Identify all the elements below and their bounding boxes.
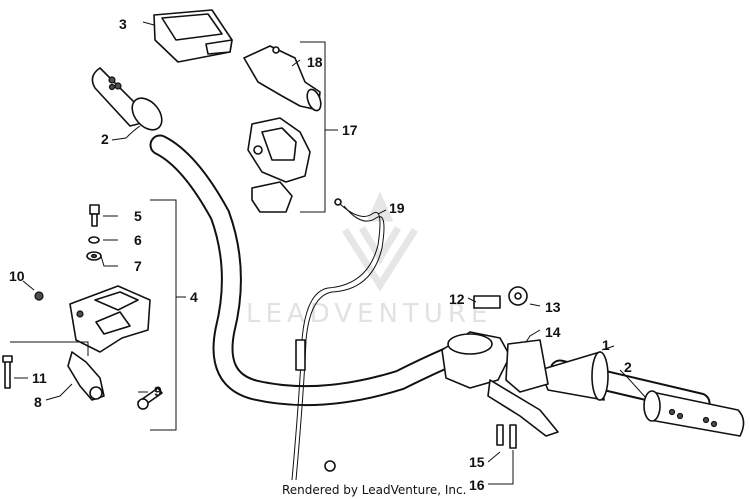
handlebar — [149, 134, 711, 414]
callout-5: 5 — [134, 208, 142, 224]
throttle-body-17 — [247, 117, 311, 213]
callout-13: 13 — [545, 299, 561, 315]
credit-text: Rendered by LeadVenture, Inc. — [282, 483, 466, 497]
brake-assembly — [441, 286, 559, 449]
nut-10 — [34, 291, 44, 301]
screw-5-head — [89, 204, 100, 215]
brake-lever — [487, 379, 559, 437]
lever-8 — [67, 351, 105, 401]
throttle-housing-18 — [243, 45, 322, 112]
callout-14: 14 — [545, 324, 561, 340]
left-grip — [91, 67, 163, 131]
callout-4: 4 — [190, 289, 198, 305]
callout-3: 3 — [119, 16, 127, 32]
callout-1: 1 — [602, 337, 610, 353]
tube-1-end — [591, 351, 609, 401]
watermark: LEADVENTURE — [246, 191, 492, 329]
sight-glass-12 — [473, 295, 501, 309]
callout-2-left: 2 — [101, 131, 109, 147]
throttle-cable-19 — [291, 198, 385, 481]
cover-3 — [153, 9, 233, 63]
callout-7: 7 — [134, 258, 142, 274]
callout-17: 17 — [342, 122, 358, 138]
callout-6: 6 — [134, 232, 142, 248]
callout-labels: 1 2 2 3 4 5 6 7 8 9 10 11 12 13 14 15 16… — [9, 16, 632, 493]
switch-14 — [505, 339, 549, 393]
callout-8: 8 — [34, 394, 42, 410]
callout-16: 16 — [469, 477, 485, 493]
callout-18: 18 — [307, 54, 323, 70]
callout-11: 11 — [32, 370, 47, 386]
callout-10: 10 — [9, 268, 25, 284]
callout-9: 9 — [154, 383, 162, 399]
callout-2-right: 2 — [624, 359, 632, 375]
callout-12: 12 — [449, 291, 465, 307]
watermark-text: LEADVENTURE — [246, 299, 492, 329]
leaders — [10, 21, 647, 485]
left-hardware — [2, 204, 163, 410]
lockwasher-6 — [88, 236, 100, 244]
screw-16 — [509, 424, 517, 449]
screw-15 — [496, 424, 504, 446]
watermark-logo-icon — [342, 191, 418, 292]
right-grip — [643, 390, 745, 437]
screw-11 — [4, 359, 11, 389]
callout-15: 15 — [469, 454, 485, 470]
callout-19: 19 — [389, 200, 405, 216]
